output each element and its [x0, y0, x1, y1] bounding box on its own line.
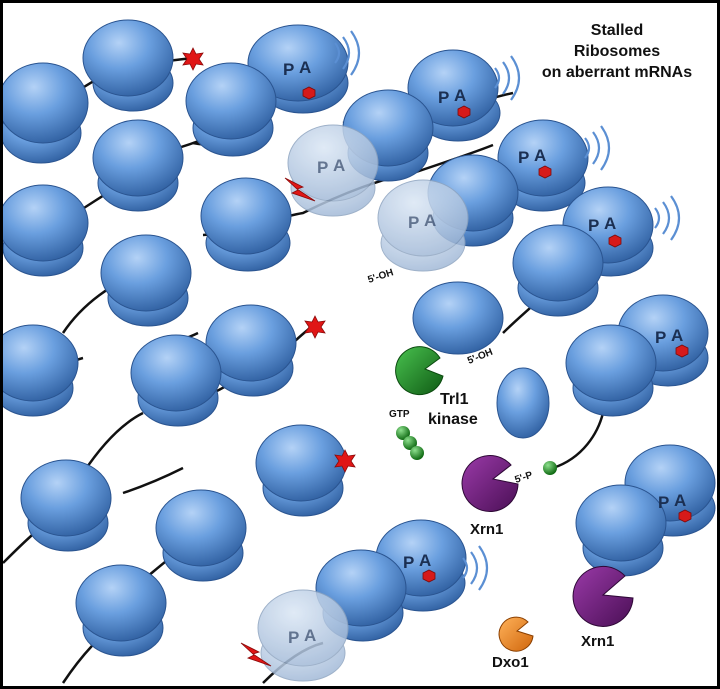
ghost-ribosomes: [257, 124, 469, 682]
p-site-label: P: [403, 553, 414, 572]
ribosome: [82, 19, 174, 112]
pa-site-group: P A: [283, 58, 311, 79]
xrn1-enzyme: [461, 455, 519, 513]
pa-site-group: P A: [408, 211, 436, 232]
a-site-label: A: [424, 211, 436, 230]
p-site-label: P: [658, 493, 669, 512]
p-site-label: P: [288, 628, 299, 647]
pa-sites: P A P A P A P A P A P A P A P A: [283, 58, 686, 647]
ribosome: [3, 184, 89, 277]
stall-marker: [538, 165, 552, 179]
p-site-label: P: [408, 213, 419, 232]
ribosome: [496, 367, 550, 439]
ribosomes: [3, 19, 716, 657]
ribosome: [565, 324, 657, 417]
ribosome: [512, 224, 604, 317]
pa-site-group: P A: [655, 326, 683, 347]
signal-arcs: [654, 195, 681, 241]
title-line-2: Ribosomes: [574, 43, 660, 60]
stall-marker: [608, 234, 622, 248]
a-site-label: A: [604, 214, 616, 233]
pa-site-group: P A: [438, 86, 466, 107]
pa-site-group: P A: [588, 214, 616, 235]
ribosome: [575, 484, 667, 577]
p-site-label: P: [283, 60, 294, 79]
ribosome: [247, 24, 349, 114]
a-site-label: A: [419, 551, 431, 570]
stall-marker: [302, 86, 316, 100]
kinase-label: kinase: [428, 411, 478, 428]
p-site-label: P: [317, 158, 328, 177]
gtp-cluster: [396, 426, 424, 460]
ghost-ribosome: [287, 124, 379, 217]
cleavage-bolts: [240, 177, 316, 667]
pa-site-group: P A: [658, 491, 686, 512]
ribosome: [3, 324, 79, 417]
signal-arcs: [584, 125, 611, 171]
p5-label: 5'-P: [514, 470, 535, 486]
aberrant-end-stars: [182, 47, 356, 473]
signal-arcs: [494, 55, 521, 101]
ribosome: [3, 62, 89, 164]
xrn1-enzyme: [572, 566, 634, 627]
a-site-label: A: [304, 626, 316, 645]
lightning-icon: [284, 177, 316, 202]
signal-arcs: [462, 545, 489, 591]
ghost-ribosome: [377, 179, 469, 272]
ribosome: [75, 564, 167, 657]
ribosome: [185, 62, 277, 157]
dxo1-enzyme: [498, 616, 534, 652]
pa-site-group: P A: [288, 626, 316, 647]
ribosome: [255, 424, 347, 517]
signal-arcs: [334, 30, 361, 76]
title-block: Stalled Ribosomes on aberrant mRNAs: [542, 22, 692, 81]
trl1-label: Trl1: [440, 391, 469, 408]
stall-signal-arcs: [334, 30, 681, 591]
star-icon: [334, 449, 356, 473]
stall-markers: [302, 86, 692, 583]
xrn1-label-a: Xrn1: [470, 521, 503, 538]
pa-site-group: P A: [403, 551, 431, 572]
a-site-label: A: [454, 86, 466, 105]
p-site-label: P: [655, 328, 666, 347]
stall-marker: [675, 344, 689, 358]
ribosome-illustration: P A P A P A P A P A P A P A P A: [3, 19, 716, 684]
gtp-label: GTP: [389, 409, 410, 420]
ribosome: [20, 459, 112, 552]
p-site-label: P: [518, 148, 529, 167]
pa-site-group: P A: [317, 156, 345, 177]
xrn1-label-b: Xrn1: [581, 633, 614, 650]
p-site-label: P: [588, 216, 599, 235]
ribosome: [100, 234, 192, 327]
a-site-label: A: [299, 58, 311, 77]
ribosome: [155, 489, 247, 582]
stall-marker: [422, 569, 436, 583]
a-site-label: A: [534, 146, 546, 165]
stall-marker: [678, 509, 692, 523]
stall-marker: [457, 105, 471, 119]
ribosome: [130, 334, 222, 427]
ghost-ribosome: [257, 589, 349, 682]
ribosome: [200, 177, 292, 272]
p-site-label: P: [438, 88, 449, 107]
star-icon: [304, 315, 326, 339]
oh5-label-a: 5'-OH: [367, 267, 395, 286]
a-site-label: A: [671, 326, 683, 345]
phosphate-ball: [543, 461, 557, 475]
pa-site-group: P A: [518, 146, 546, 167]
a-site-label: A: [333, 156, 345, 175]
ribosome: [412, 281, 504, 355]
dxo1-label: Dxo1: [492, 654, 529, 671]
title-line-3: on aberrant mRNAs: [542, 64, 692, 81]
star-icon: [182, 47, 204, 71]
a-site-label: A: [674, 491, 686, 510]
title-line-1: Stalled: [591, 22, 643, 39]
lightning-icon: [240, 642, 272, 667]
ribosome: [92, 119, 184, 212]
ribosome: [205, 304, 297, 397]
trl1-kinase-enzyme: [395, 346, 444, 396]
